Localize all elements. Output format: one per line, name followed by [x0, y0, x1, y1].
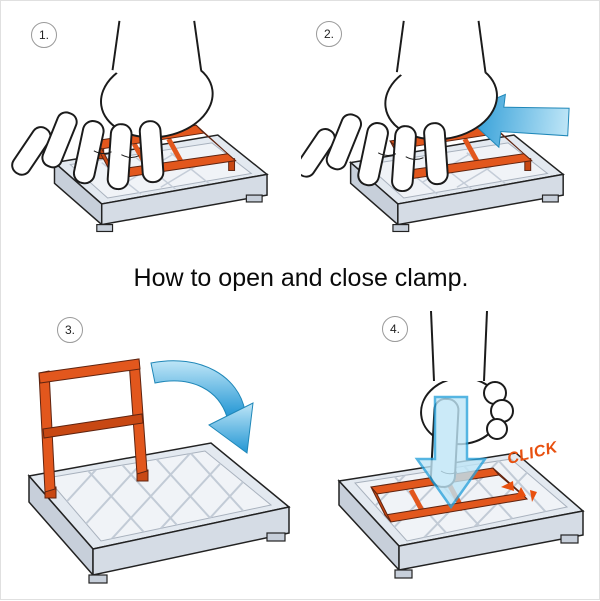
clamp-open-graphic: [38, 358, 149, 499]
step-3-illustration: [27, 358, 291, 584]
step-4-illustration: [337, 311, 585, 579]
press-down-arrow-icon: [414, 395, 488, 510]
step-3-panel: [1, 311, 301, 601]
hand-graphic: [11, 20, 214, 191]
step-1-badge: 1.: [31, 22, 57, 48]
tray-graphic: [27, 442, 291, 584]
diagram-title: How to open and close clamp.: [133, 264, 469, 292]
click-burst-icon: [501, 481, 537, 502]
curved-open-arrow-icon: [150, 360, 254, 454]
step-3-badge: 3.: [57, 317, 83, 343]
step-2-panel: [301, 15, 600, 261]
step-2-illustration: [301, 20, 570, 233]
tray-graphic: [337, 452, 585, 579]
step-4-panel: [301, 311, 600, 601]
step-4-badge: 4.: [382, 316, 408, 342]
hand-graphic: [301, 20, 498, 193]
step-2-badge: 2.: [316, 21, 342, 47]
step-1-illustration: [11, 20, 269, 233]
step-1-panel: [1, 15, 291, 261]
